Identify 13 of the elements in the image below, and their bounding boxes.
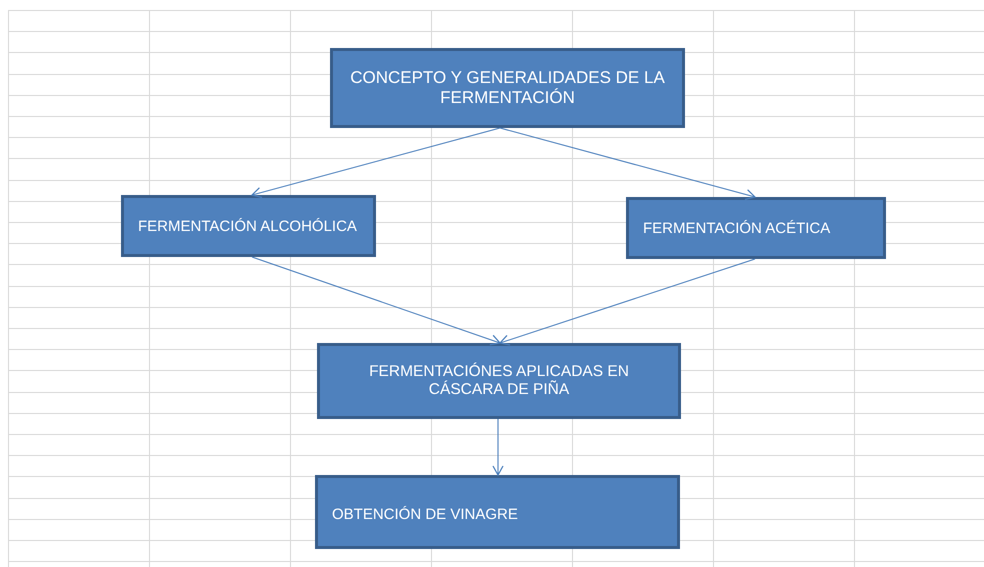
box-label: OBTENCIÓN DE VINAGRE (332, 506, 518, 522)
arrow (252, 256, 501, 346)
process-box (330, 48, 685, 128)
process-box (315, 475, 680, 549)
box-label: FERMENTACIÓNES APLICADAS EN CÁSCARA DE PIÑA (368, 363, 630, 399)
box-label: CONCEPTO Y GENERALIDADES DE LA FERMENTACIÓN (349, 68, 666, 108)
box-label: FERMENTACIÓN ACÉTICA (643, 220, 830, 236)
box-label: FERMENTACIÓN ALCOHÓLICA (138, 218, 357, 234)
process-box (626, 197, 886, 259)
arrow (492, 418, 504, 476)
process-box (317, 343, 681, 419)
arrow (499, 258, 756, 346)
process-box (121, 195, 376, 257)
